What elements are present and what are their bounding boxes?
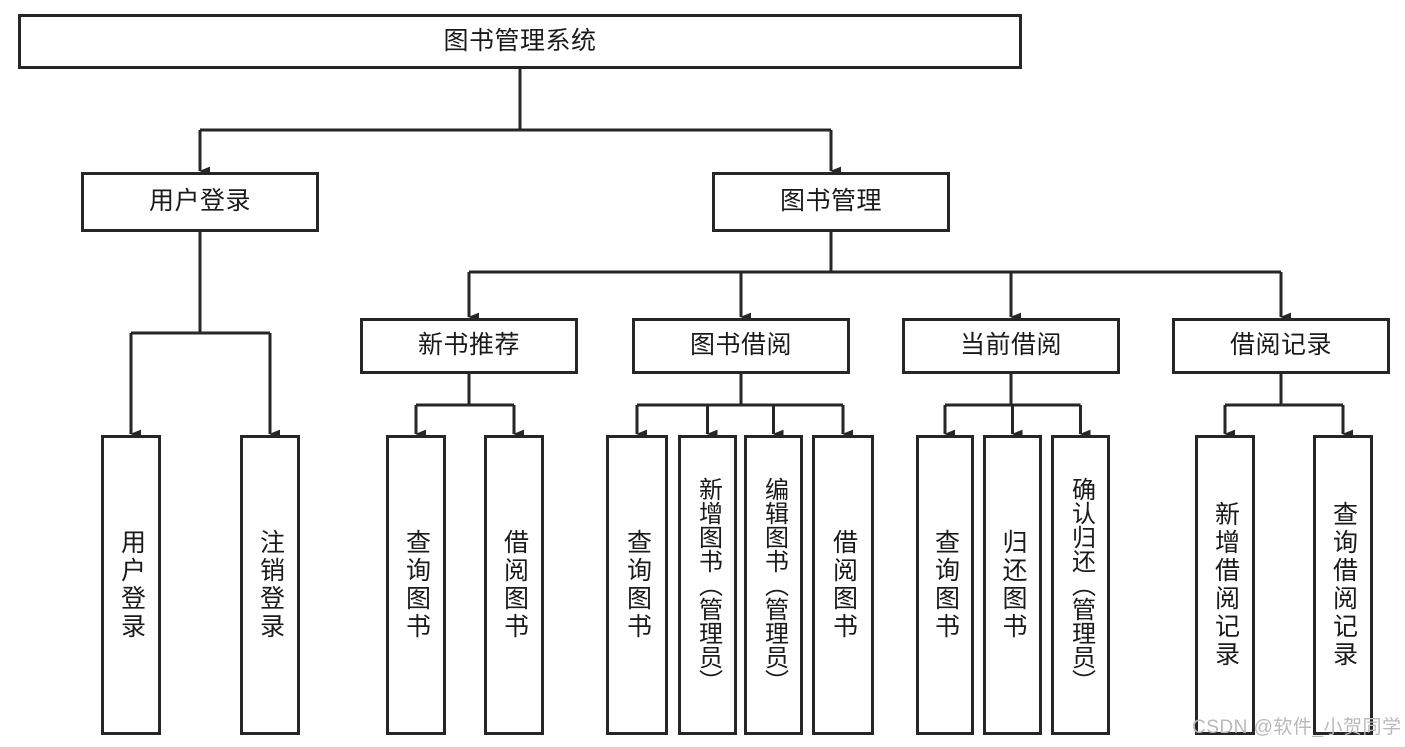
node-label: 图书管理 — [779, 187, 882, 216]
node-label: 用户登录 — [117, 529, 146, 641]
node-label: 新书推荐 — [417, 331, 520, 360]
node-leaf-edit-book[interactable]: 编辑图书（管理员） — [744, 435, 803, 735]
node-label: 借阅图书 — [500, 529, 529, 641]
node-label: 注销登录 — [256, 529, 285, 641]
node-label: 图书借阅 — [689, 331, 792, 360]
node-label: 查询图书 — [931, 529, 960, 641]
node-label: 归还图书 — [999, 529, 1027, 641]
node-leaf-add-book[interactable]: 新增图书（管理员） — [678, 435, 737, 735]
node-leaf-borrow-book-1[interactable]: 借阅图书 — [484, 435, 544, 735]
node-label: 当前借阅 — [959, 331, 1062, 360]
node-leaf-query-record[interactable]: 查询借阅记录 — [1313, 435, 1373, 735]
node-leaf-user-login[interactable]: 用户登录 — [101, 435, 161, 735]
node-leaf-query-book-2[interactable]: 查询图书 — [606, 435, 668, 735]
node-label: 新增借阅记录 — [1211, 501, 1240, 669]
node-current-borrow[interactable]: 当前借阅 — [902, 318, 1120, 374]
node-leaf-query-book-3[interactable]: 查询图书 — [916, 435, 974, 735]
node-user-login[interactable]: 用户登录 — [81, 172, 319, 232]
node-label: 查询借阅记录 — [1329, 501, 1358, 669]
node-leaf-confirm-return[interactable]: 确认归还（管理员） — [1051, 435, 1110, 735]
csdn-watermark: CSDN @软件_小贺同学 — [1192, 717, 1402, 738]
node-leaf-user-logout[interactable]: 注销登录 — [240, 435, 300, 735]
node-label: 确认归还（管理员） — [1067, 477, 1095, 693]
node-label: 查询图书 — [402, 529, 431, 641]
node-book-manage[interactable]: 图书管理 — [712, 172, 950, 232]
node-leaf-borrow-book-2[interactable]: 借阅图书 — [812, 435, 874, 735]
node-label: 图书管理系统 — [443, 26, 597, 55]
node-book-borrow[interactable]: 图书借阅 — [632, 318, 850, 374]
node-leaf-return-book[interactable]: 归还图书 — [983, 435, 1042, 735]
node-root[interactable]: 图书管理系统 — [18, 14, 1022, 69]
node-leaf-query-book-1[interactable]: 查询图书 — [386, 435, 446, 735]
node-borrow-record[interactable]: 借阅记录 — [1172, 318, 1390, 374]
node-label: 查询图书 — [623, 529, 652, 641]
node-new-book-recommend[interactable]: 新书推荐 — [360, 318, 578, 374]
node-label: 借阅图书 — [829, 529, 858, 641]
node-label: 新增图书（管理员） — [694, 477, 722, 693]
node-leaf-add-record[interactable]: 新增借阅记录 — [1195, 435, 1255, 735]
node-label: 借阅记录 — [1229, 331, 1332, 360]
node-label: 用户登录 — [148, 187, 251, 216]
node-label: 编辑图书（管理员） — [760, 477, 788, 693]
